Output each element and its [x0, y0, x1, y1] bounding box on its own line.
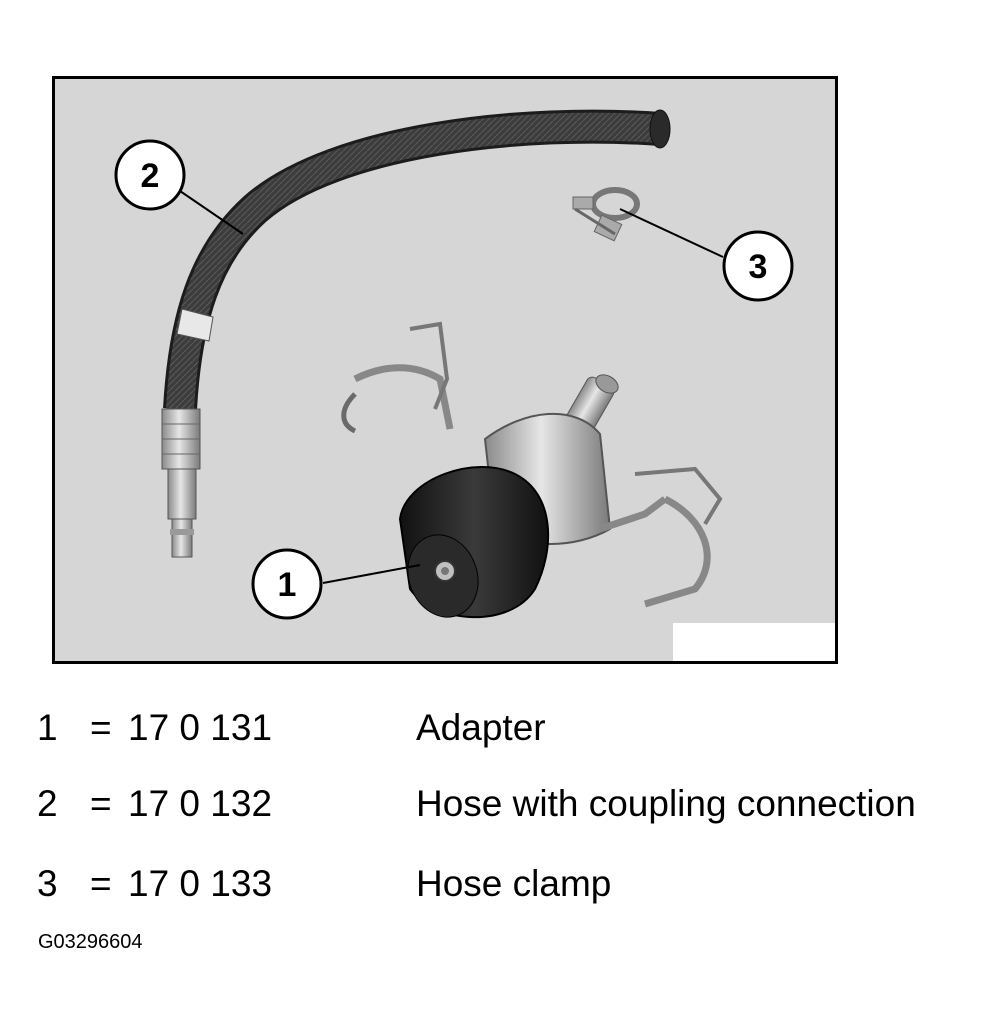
- callout-2-leader: [179, 190, 244, 235]
- white-corner-patch: [673, 623, 835, 661]
- callout-3-number: 3: [749, 248, 768, 286]
- legend-equals: =: [90, 707, 112, 748]
- legend-description: Hose with coupling connection: [416, 783, 916, 824]
- legend-number: 3: [37, 863, 58, 904]
- legend-description: Adapter: [416, 707, 546, 748]
- callout-2-number: 2: [141, 157, 160, 195]
- legend-equals: =: [90, 863, 112, 904]
- legend-part-number: 17 0 131: [128, 707, 273, 748]
- figure-code: G03296604: [38, 931, 143, 953]
- adapter: [341, 321, 723, 619]
- callout-2: 2: [114, 139, 186, 211]
- callout-1-number: 1: [278, 566, 297, 604]
- tool-illustration: 2 3 1: [114, 109, 835, 661]
- hose-clamp: [572, 187, 640, 242]
- legend-number: 1: [37, 707, 58, 748]
- callout-3: 3: [722, 230, 794, 302]
- callout-1: 1: [251, 548, 323, 620]
- legend-number: 2: [37, 783, 58, 824]
- callout-1-leader: [322, 564, 421, 584]
- legend-equals: =: [90, 783, 112, 824]
- legend-part-number: 17 0 132: [128, 783, 273, 824]
- hose-with-coupling: [161, 109, 671, 558]
- callout-3-leader: [619, 208, 724, 258]
- tool-photo-panel: 2 3 1: [52, 76, 838, 664]
- legend-part-number: 17 0 133: [128, 863, 273, 904]
- legend-description: Hose clamp: [416, 863, 612, 904]
